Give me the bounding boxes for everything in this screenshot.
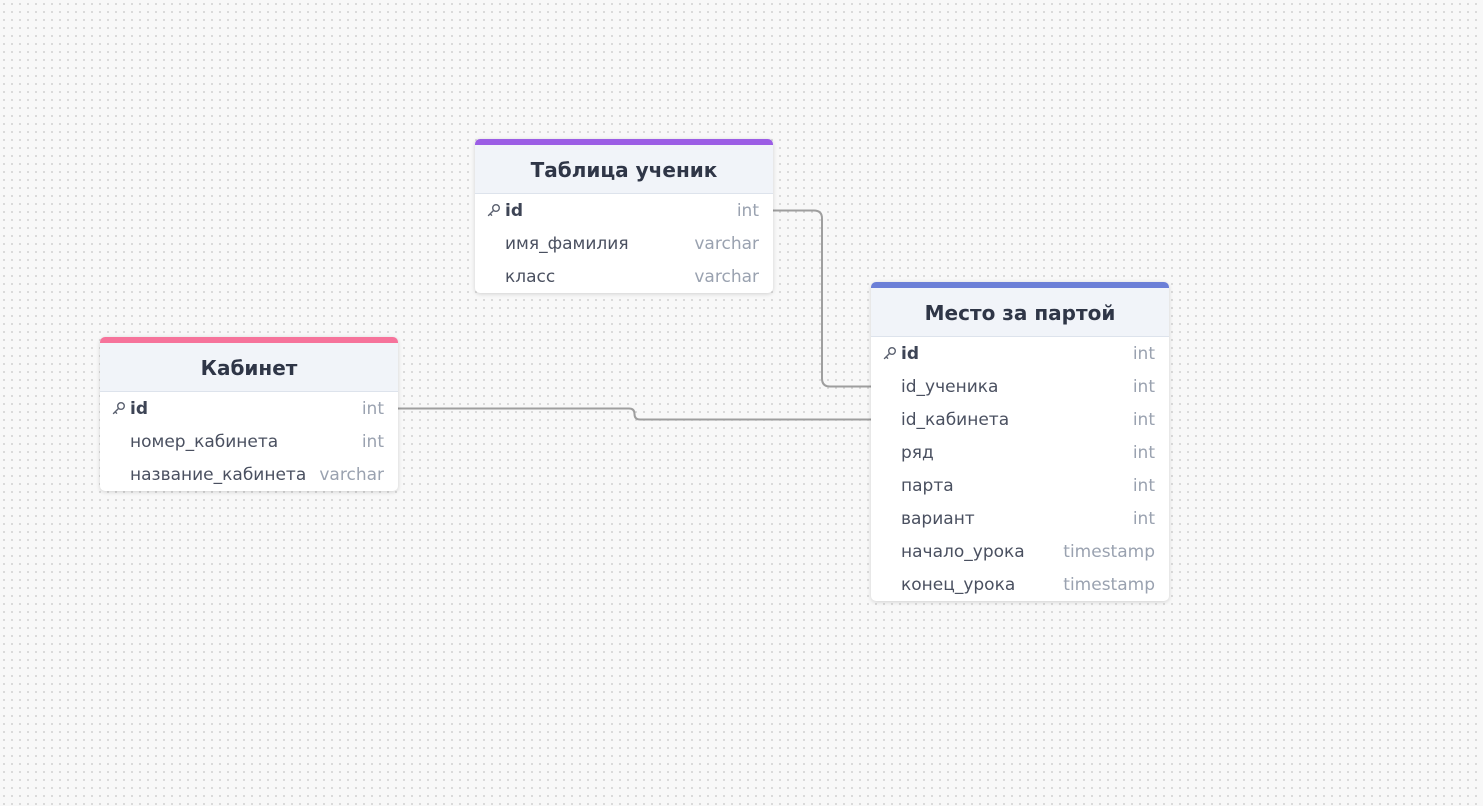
- column-type: int: [1132, 475, 1155, 496]
- column-type: varchar: [694, 233, 759, 254]
- key-icon: [883, 347, 896, 360]
- column-type: int: [736, 200, 759, 221]
- column-type: int: [1132, 343, 1155, 364]
- column-type: int: [1132, 376, 1155, 397]
- column-type: int: [1132, 508, 1155, 529]
- column-name: id_кабинета: [901, 409, 1010, 430]
- column-type: int: [361, 398, 384, 419]
- column-name: ряд: [901, 442, 934, 463]
- column-name: id_ученика: [901, 376, 999, 397]
- column-type: int: [361, 431, 384, 452]
- column-type: int: [1132, 409, 1155, 430]
- column-row[interactable]: id int: [475, 194, 773, 227]
- column-row[interactable]: имя_фамилия varchar: [475, 227, 773, 260]
- column-row[interactable]: id int: [100, 392, 398, 425]
- table-title[interactable]: Таблица ученик: [475, 139, 773, 194]
- key-icon: [487, 204, 500, 217]
- relation-line-rooms-seats[interactable]: [398, 407, 871, 421]
- relation-line-students-seats[interactable]: [773, 209, 871, 388]
- column-name: id: [901, 343, 919, 364]
- column-row[interactable]: ряд int: [871, 436, 1169, 469]
- column-type: timestamp: [1063, 541, 1155, 562]
- column-name: имя_фамилия: [505, 233, 629, 254]
- column-row[interactable]: номер_кабинета int: [100, 425, 398, 458]
- column-name: id: [505, 200, 523, 221]
- column-row[interactable]: класс varchar: [475, 260, 773, 293]
- column-name: название_кабинета: [130, 464, 307, 485]
- column-row[interactable]: id_ученика int: [871, 370, 1169, 403]
- table-title[interactable]: Кабинет: [100, 337, 398, 392]
- column-name: конец_урока: [901, 574, 1016, 595]
- column-type: varchar: [319, 464, 384, 485]
- column-type: timestamp: [1063, 574, 1155, 595]
- column-type: int: [1132, 442, 1155, 463]
- column-row[interactable]: начало_урока timestamp: [871, 535, 1169, 568]
- column-name: класс: [505, 266, 556, 287]
- column-name: парта: [901, 475, 954, 496]
- column-name: начало_урока: [901, 541, 1025, 562]
- column-row[interactable]: конец_урока timestamp: [871, 568, 1169, 601]
- column-name: id: [130, 398, 148, 419]
- column-row[interactable]: id_кабинета int: [871, 403, 1169, 436]
- key-icon: [112, 402, 125, 415]
- column-row[interactable]: название_кабинета varchar: [100, 458, 398, 491]
- column-row[interactable]: вариант int: [871, 502, 1169, 535]
- table-title[interactable]: Место за партой: [871, 282, 1169, 337]
- column-name: вариант: [901, 508, 975, 529]
- column-type: varchar: [694, 266, 759, 287]
- column-row[interactable]: id int: [871, 337, 1169, 370]
- table-rooms[interactable]: Кабинет id int номер_кабинета int название_ка…: [100, 337, 398, 491]
- column-name: номер_кабинета: [130, 431, 279, 452]
- column-row[interactable]: парта int: [871, 469, 1169, 502]
